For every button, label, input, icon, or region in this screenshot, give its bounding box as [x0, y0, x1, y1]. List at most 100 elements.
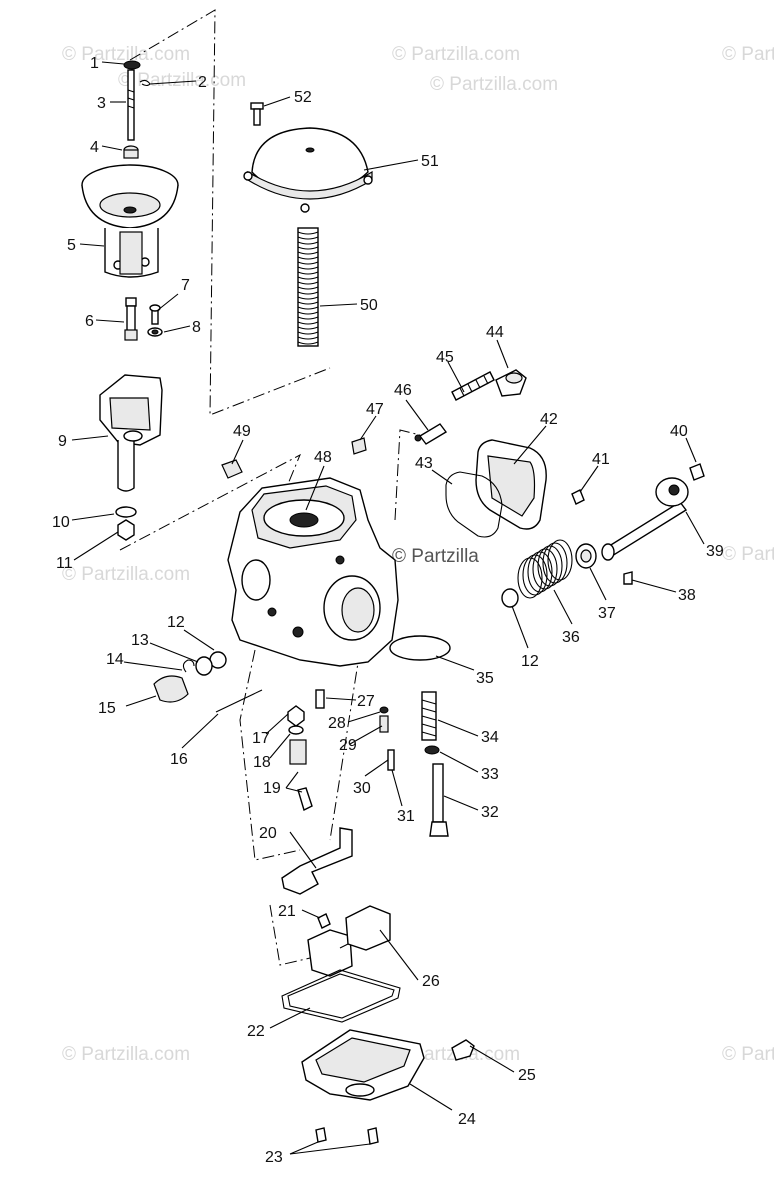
- watermark: © Partzilla.com: [62, 1044, 190, 1065]
- callout-3: 3: [97, 95, 106, 112]
- callout-7: 7: [181, 277, 190, 294]
- callout-17: 17: [252, 730, 270, 747]
- callout-34: 34: [481, 729, 499, 746]
- callout-47: 47: [366, 401, 384, 418]
- assembly-line: [239, 649, 301, 861]
- callout-26: 26: [422, 973, 440, 990]
- part-plate: [389, 635, 451, 661]
- callout-31: 31: [397, 808, 415, 825]
- callout-45: 45: [436, 349, 454, 366]
- part-screw-23: [315, 1127, 327, 1143]
- callout-51: 51: [421, 153, 439, 170]
- callout-13: 13: [131, 632, 149, 649]
- callout-41: 41: [592, 451, 610, 468]
- part-slide-housing: [99, 374, 163, 492]
- callout-19: 19: [263, 780, 281, 797]
- watermark-partzilla: © Partzilla: [392, 546, 479, 567]
- callout-12-left: 12: [167, 614, 185, 631]
- callout-27: 27: [357, 693, 375, 710]
- callout-36: 36: [562, 629, 580, 646]
- callout-46: 46: [394, 382, 412, 399]
- watermark: © Partzilla.com: [62, 44, 190, 65]
- callout-10: 10: [52, 514, 70, 531]
- part-oring: [115, 506, 137, 518]
- callout-42: 42: [540, 411, 558, 428]
- callout-4: 4: [90, 139, 99, 156]
- part-throttle-spring: [517, 539, 573, 599]
- watermark: © Partzilla.com: [62, 564, 190, 585]
- part-pin: [215, 689, 263, 713]
- watermark: © Partzilla.com: [722, 44, 774, 65]
- part-screw-38: [623, 571, 633, 585]
- callout-14: 14: [106, 651, 124, 668]
- watermark-layer: © Partzilla.com © Partzilla.com © Partzi…: [62, 44, 774, 1065]
- part-bracket: [281, 827, 353, 895]
- callout-23: 23: [265, 1149, 283, 1166]
- callout-28: 28: [328, 715, 346, 732]
- part-nut: [123, 60, 141, 70]
- callout-15: 15: [98, 700, 116, 717]
- callout-24: 24: [458, 1111, 476, 1128]
- part-jet: [117, 519, 135, 541]
- part-screw-23: [367, 1127, 379, 1145]
- callout-48: 48: [314, 449, 332, 466]
- part-seal: [501, 588, 519, 608]
- part-choke-group: [153, 651, 227, 703]
- callout-32: 32: [481, 804, 499, 821]
- part-top-cover-group: [243, 102, 373, 213]
- part-slide-needle-group: [123, 60, 151, 159]
- callout-29: 29: [339, 737, 357, 754]
- leader-lines: [71, 61, 705, 1155]
- part-pilot-screw-group: [221, 369, 527, 479]
- callout-43: 43: [415, 455, 433, 472]
- callout-11: 11: [56, 555, 73, 572]
- callout-5: 5: [67, 237, 76, 254]
- part-throttle-shaft: [601, 477, 689, 561]
- part-spring: [297, 227, 319, 347]
- callout-labels: 1 2 3 4 5 6 7 8 9 10 11 12 12 13 14 15 1…: [52, 55, 724, 1166]
- part-float-bowl: [301, 1029, 425, 1101]
- part-drain-screw: [451, 1039, 475, 1061]
- callout-49: 49: [233, 423, 251, 440]
- callout-18: 18: [253, 754, 271, 771]
- watermark: © Partzilla.com: [392, 44, 520, 65]
- callout-52: 52: [294, 89, 312, 106]
- callout-30: 30: [353, 780, 371, 797]
- watermark: © Partzilla.com: [722, 544, 774, 565]
- part-screw-spring-group: [421, 691, 449, 837]
- callout-6: 6: [85, 313, 94, 330]
- callout-21: 21: [278, 903, 296, 920]
- callout-25: 25: [518, 1067, 536, 1084]
- callout-2: 2: [198, 74, 207, 91]
- callout-39: 39: [706, 543, 724, 560]
- part-float-valve-group: [287, 705, 313, 811]
- callout-20: 20: [259, 825, 277, 842]
- callout-12-right: 12: [521, 653, 539, 670]
- part-side-cover: [445, 439, 547, 538]
- assembly-line: [329, 649, 361, 841]
- part-float-group: [307, 905, 391, 977]
- callout-8: 8: [192, 319, 201, 336]
- assembly-line: [129, 9, 331, 416]
- part-carburetor-body: [227, 477, 399, 667]
- callout-44: 44: [486, 324, 504, 341]
- callout-1: 1: [90, 55, 99, 72]
- assembly-line: [269, 904, 311, 966]
- callout-33: 33: [481, 766, 499, 783]
- part-needle: [127, 69, 135, 141]
- assembly-line: [394, 429, 421, 521]
- part-screw-41: [571, 489, 585, 505]
- part-screw-40: [689, 463, 705, 481]
- callout-37: 37: [598, 605, 616, 622]
- callout-16: 16: [170, 751, 188, 768]
- part-washer-body: [123, 149, 139, 159]
- callout-50: 50: [360, 297, 378, 314]
- watermark: © Partzilla.com: [118, 70, 246, 91]
- callout-22: 22: [247, 1023, 265, 1040]
- watermark: © Partzilla.com: [722, 1044, 774, 1065]
- callout-38: 38: [678, 587, 696, 604]
- part-diaphragm-slide: [81, 164, 179, 278]
- part-float-bowl-gasket: [281, 969, 401, 1023]
- watermark: © Partzilla.com: [430, 74, 558, 95]
